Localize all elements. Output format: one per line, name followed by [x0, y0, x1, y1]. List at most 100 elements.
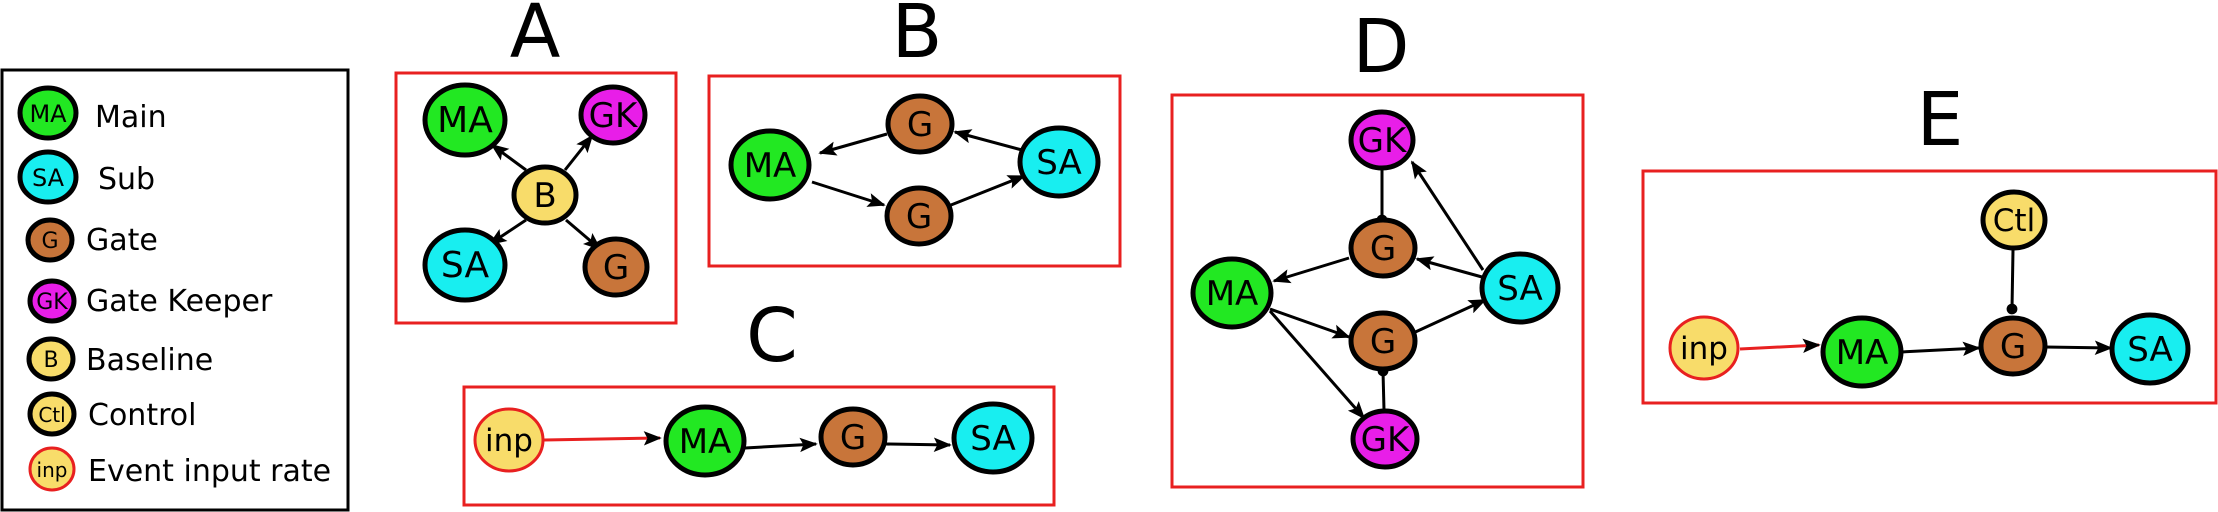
edge-g2-to-sa-d — [1410, 298, 1487, 336]
node-d-sa-label: SA — [1497, 269, 1542, 309]
node-c-ma — [663, 404, 747, 478]
edge-g-to-sa-e — [2044, 340, 2113, 355]
legend: MA Main SA Sub G Gate GK Gate Keeper B B… — [0, 68, 350, 512]
node-b-ma — [728, 128, 812, 202]
node-e-sa — [2109, 312, 2191, 386]
panel-b-frame — [707, 74, 1122, 268]
panel-d-letter: D — [1353, 4, 1410, 90]
edge-ma-to-g-e — [1900, 341, 1981, 357]
node-d-sa — [1479, 251, 1561, 325]
legend-item-sub: SA Sub — [17, 149, 155, 205]
panel-e-frame — [1641, 169, 2218, 405]
node-a-b-label: B — [533, 176, 556, 216]
panel-d: D GK G MA SA G GK — [1170, 4, 1585, 489]
gate-node-swatch — [25, 217, 75, 263]
node-a-ma-label: MA — [437, 100, 493, 141]
node-e-g-label: G — [2000, 327, 2026, 367]
node-d-g1 — [1348, 217, 1418, 279]
edge-inp-to-ma-c — [543, 431, 662, 446]
edge-sa-to-gk1 — [1410, 160, 1485, 271]
edge-sa-to-g1 — [953, 129, 1023, 152]
legend-item-main: MA Main — [17, 85, 167, 141]
edge-gk2-to-g2 — [1377, 365, 1389, 411]
node-d-g2-label: G — [1370, 322, 1396, 362]
panel-e: E Ctl inp MA G SA — [1641, 77, 2218, 405]
panel-a: A MA GK B SA G — [394, 0, 678, 325]
legend-item-gate: G Gate — [25, 217, 158, 263]
baseline-node-swatch — [26, 336, 76, 382]
panel-e-letter: E — [1917, 77, 1964, 163]
edge-ma-to-g2-d — [1269, 307, 1351, 339]
node-d-ma-label: MA — [1206, 274, 1259, 314]
panel-a-letter: A — [510, 0, 561, 75]
legend-item-baseline: B Baseline — [26, 336, 213, 382]
legend-label-sub: Sub — [98, 162, 155, 197]
legend-label-control: Control — [88, 398, 196, 433]
panel-c-letter: C — [746, 293, 798, 379]
node-e-inp-label: inp — [1680, 331, 1728, 367]
node-a-g — [582, 236, 650, 298]
legend-item-control: Ctl Control — [27, 391, 196, 437]
node-c-g-label: G — [840, 418, 866, 458]
legend-label-baseline: Baseline — [86, 343, 213, 378]
node-d-g2 — [1348, 310, 1418, 372]
panel-b-letter: B — [892, 0, 943, 75]
node-d-gk1-label: GK — [1358, 121, 1408, 161]
legend-symbol-baseline: B — [43, 348, 58, 373]
panel-c-frame — [462, 385, 1056, 507]
node-e-inp — [1668, 315, 1740, 381]
control-node-swatch — [27, 391, 77, 437]
node-c-g — [818, 406, 888, 468]
edge-ma-to-g2 — [811, 180, 886, 207]
node-a-gk — [578, 84, 648, 146]
node-a-gk-label: GK — [589, 96, 639, 136]
node-d-gk2-label: GK — [1361, 420, 1411, 460]
node-e-ctl — [1980, 189, 2048, 251]
edge-ma-to-gk2 — [1268, 310, 1366, 420]
node-e-sa-label: SA — [2127, 330, 2172, 370]
legend-label-gate: Gate — [86, 223, 158, 258]
input-node-swatch — [28, 446, 76, 492]
node-a-sa-label: SA — [441, 245, 490, 286]
edge-inp-to-ma-e — [1739, 338, 1821, 354]
node-b-g2-label: G — [906, 197, 932, 237]
legend-symbol-control: Ctl — [38, 403, 65, 427]
legend-item-input: inp Event input rate — [28, 446, 331, 492]
node-d-ma — [1190, 256, 1274, 330]
edge-ctl-to-g — [2006, 249, 2018, 315]
node-b-g1 — [885, 93, 955, 155]
legend-label-gate-keeper: Gate Keeper — [86, 284, 273, 319]
node-a-sa — [422, 227, 508, 303]
node-c-inp — [473, 407, 545, 473]
panel-c: C inp MA G SA — [462, 293, 1056, 507]
node-e-ma — [1820, 315, 1904, 389]
panel-b: B G MA SA G — [707, 0, 1122, 268]
edge-g-to-sa-c — [885, 437, 952, 452]
node-e-ma-label: MA — [1836, 333, 1889, 373]
sub-node-swatch — [17, 149, 79, 205]
legend-symbol-gate: G — [41, 229, 58, 254]
node-c-sa-label: SA — [970, 419, 1015, 459]
legend-label-input: Event input rate — [88, 454, 331, 489]
edge-b-to-ma — [490, 143, 527, 172]
main-node-swatch — [17, 85, 79, 141]
panel-a-frame — [394, 71, 678, 325]
legend-item-gate-keeper: GK Gate Keeper — [27, 278, 273, 324]
node-c-inp-label: inp — [485, 423, 533, 459]
node-c-ma-label: MA — [679, 422, 732, 462]
edge-sa-to-g1 — [1415, 256, 1483, 279]
node-a-ma — [422, 82, 508, 158]
node-b-sa — [1017, 125, 1101, 199]
panel-d-frame — [1170, 93, 1585, 489]
node-e-ctl-label: Ctl — [1993, 203, 2035, 239]
legend-symbol-input: inp — [37, 458, 68, 482]
node-e-g — [1978, 315, 2048, 377]
node-d-gk2 — [1350, 408, 1420, 470]
node-b-g2 — [884, 185, 954, 247]
node-b-g1-label: G — [907, 105, 933, 145]
legend-symbol-sub: SA — [32, 164, 65, 192]
node-b-sa-label: SA — [1036, 143, 1081, 183]
edge-g2-to-sa — [950, 174, 1026, 207]
gate-keeper-node-swatch — [27, 278, 77, 324]
